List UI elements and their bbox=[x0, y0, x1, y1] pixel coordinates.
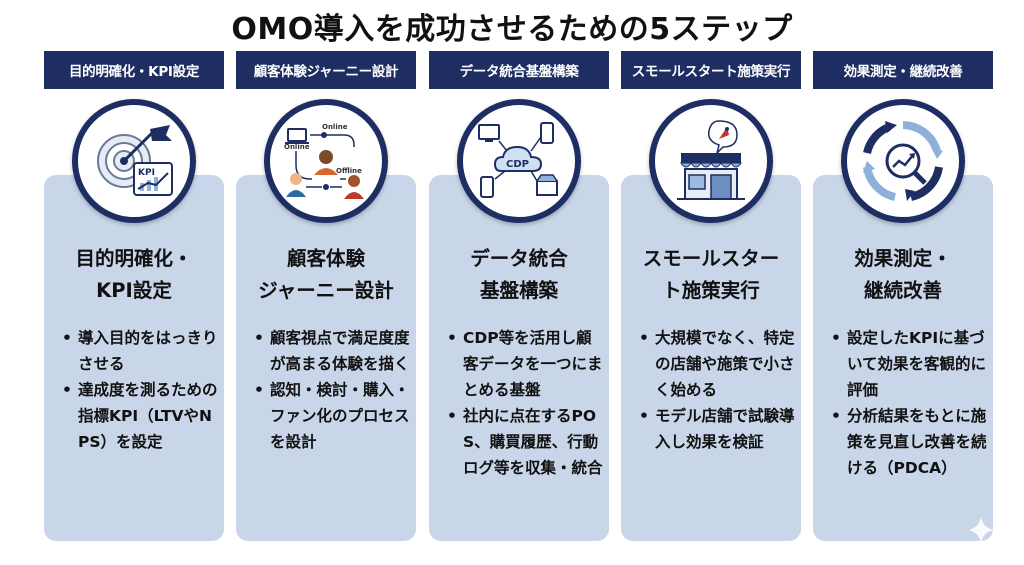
bullet-item: 分析結果をもとに施策を見直し改善を続ける（PDCA） bbox=[831, 403, 991, 481]
svg-text:Online: Online bbox=[322, 123, 348, 131]
step-icon-circle-1: KPI bbox=[72, 99, 196, 223]
step-bullets-5: 設定したKPIに基づいて効果を客観的に評価 分析結果をもとに施策を見直し改善を続… bbox=[831, 325, 991, 481]
bullet-item: 達成度を測るための指標KPI（LTVやNPS）を設定 bbox=[62, 377, 222, 455]
kpi-icon-text: KPI bbox=[138, 168, 155, 178]
step-title-5: 効果測定・ 継続改善 bbox=[854, 247, 952, 302]
bullet-item: 設定したKPIに基づいて効果を客観的に評価 bbox=[831, 325, 991, 403]
step-bullets-4: 大規模でなく、特定の店舗や施策で小さく始める モデル店舗で試験導入し効果を検証 bbox=[639, 325, 799, 455]
step-icon-circle-3: CDP bbox=[457, 99, 581, 223]
svg-text:Offline: Offline bbox=[336, 167, 362, 175]
bullet-item: 社内に点在するPOS、購買履歴、行動ログ等を収集・統合 bbox=[447, 403, 607, 481]
step-title-4: スモールスター ト施策実行 bbox=[642, 247, 780, 302]
step-bullets-2: 顧客視点で満足度度が高まる体験を描く 認知・検討・購入・ファン化のプロセスを設計 bbox=[254, 325, 414, 455]
step-header-5: 効果測定・継続改善 bbox=[813, 51, 993, 89]
step-card-1: 目的明確化・ KPI設定 導入目的をはっきりさせる 達成度を測るための指標KPI… bbox=[44, 175, 224, 541]
sparkle-icon bbox=[968, 517, 994, 543]
step-card-3: データ統合 基盤構築 CDP等を活用し顧客データを一つにまとめる基盤 社内に点在… bbox=[429, 175, 609, 541]
step-bullets-1: 導入目的をはっきりさせる 達成度を測るための指標KPI（LTVやNPS）を設定 bbox=[62, 325, 222, 455]
step-header-2: 顧客体験ジャーニー設計 bbox=[236, 51, 416, 89]
step-icon-circle-2: Online Online Offline bbox=[264, 99, 388, 223]
bullet-item: CDP等を活用し顧客データを一つにまとめる基盤 bbox=[447, 325, 607, 403]
step-icon-circle-4 bbox=[649, 99, 773, 223]
bullet-item: モデル店舗で試験導入し効果を検証 bbox=[639, 403, 799, 455]
bullet-item: 認知・検討・購入・ファン化のプロセスを設計 bbox=[254, 377, 414, 455]
svg-text:Online: Online bbox=[284, 143, 310, 151]
bullet-item: 顧客視点で満足度度が高まる体験を描く bbox=[254, 325, 414, 377]
improvement-cycle-icon bbox=[863, 121, 943, 201]
page-title: OMO導入を成功させるための5ステップ bbox=[231, 12, 793, 47]
target-kpi-icon: KPI bbox=[97, 125, 173, 196]
step-card-2: 顧客体験 ジャーニー設計 顧客視点で満足度度が高まる体験を描く 認知・検討・購入… bbox=[236, 175, 416, 541]
step-column-2: 顧客体験ジャーニー設計 顧客体験 ジャーニー設計 顧客視点で満足度度が高まる体験… bbox=[236, 51, 416, 541]
step-header-3: データ統合基盤構築 bbox=[429, 51, 609, 89]
step-card-4: スモールスター ト施策実行 大規模でなく、特定の店舗や施策で小さく始める モデル… bbox=[621, 175, 801, 541]
step-column-5: 効果測定・継続改善 効果測定・ 継続改善 設定したKPIに基づいて効果を客観的に… bbox=[813, 51, 993, 541]
store-rocket-icon bbox=[677, 120, 745, 200]
step-bullets-3: CDP等を活用し顧客データを一つにまとめる基盤 社内に点在するPOS、購買履歴、… bbox=[447, 325, 607, 481]
step-card-5: 効果測定・ 継続改善 設定したKPIに基づいて効果を客観的に評価 分析結果をもと… bbox=[813, 175, 993, 541]
cdp-cloud-icon: CDP bbox=[478, 122, 558, 198]
step-title-1: 目的明確化・ KPI設定 bbox=[75, 247, 193, 302]
step-column-4: スモールスタート施策実行 スモールスター ト施策実行 大規模でなく、特定の店舗や… bbox=[621, 51, 801, 541]
bullet-item: 導入目的をはっきりさせる bbox=[62, 325, 222, 377]
step-icon-circle-5 bbox=[841, 99, 965, 223]
cdp-icon-text: CDP bbox=[506, 159, 529, 170]
step-title-2: 顧客体験 ジャーニー設計 bbox=[258, 247, 394, 302]
step-title-3: データ統合 基盤構築 bbox=[470, 247, 568, 302]
bullet-item: 大規模でなく、特定の店舗や施策で小さく始める bbox=[639, 325, 799, 403]
step-header-1: 目的明確化・KPI設定 bbox=[44, 51, 224, 89]
step-column-3: データ統合基盤構築 データ統合 基盤構築 CDP等を活用し顧客データを一つにまと… bbox=[429, 51, 609, 541]
step-column-1: 目的明確化・KPI設定 目的明確化・ KPI設定 導入目的をはっきりさせる 達成… bbox=[44, 51, 224, 541]
customer-journey-icon: Online Online Offline bbox=[284, 123, 364, 199]
step-header-4: スモールスタート施策実行 bbox=[621, 51, 801, 89]
